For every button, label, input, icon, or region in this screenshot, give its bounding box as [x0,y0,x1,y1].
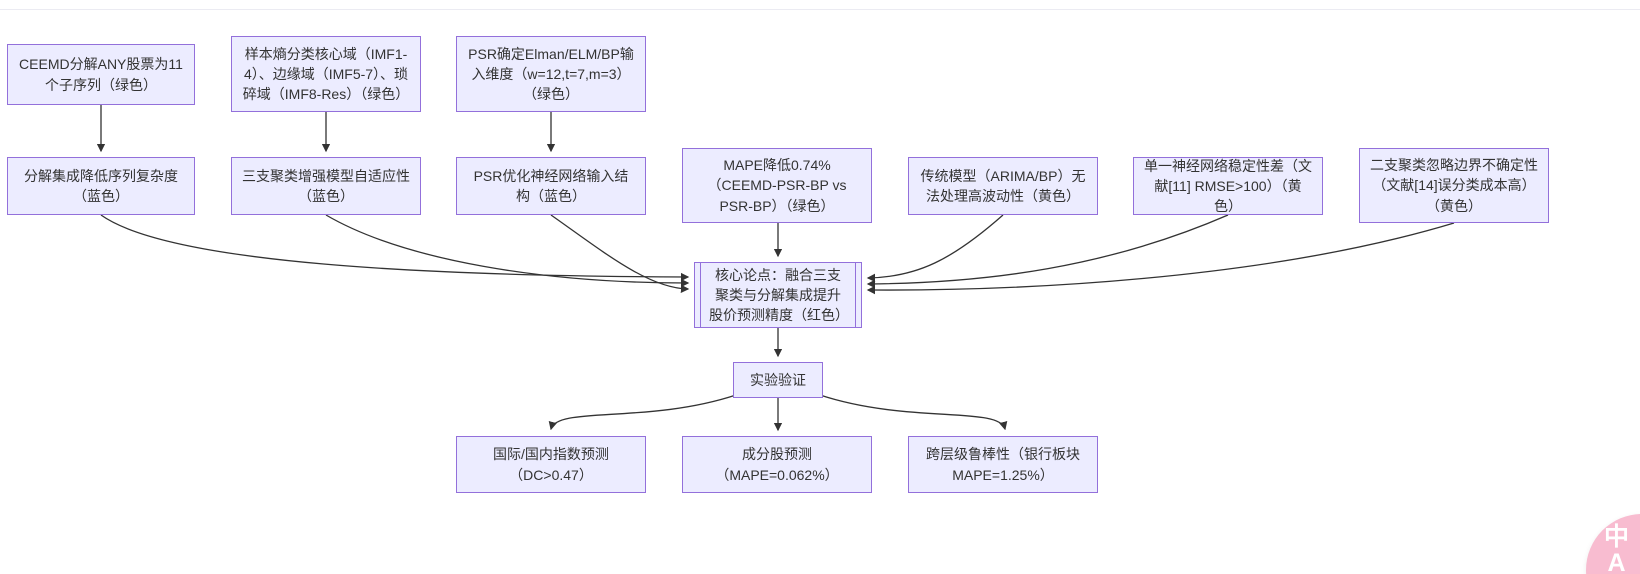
node-core-thesis: 核心论点：融合三支聚类与分解集成提升股价预测精度（红色） [694,262,862,328]
node-mape-improvement: MAPE降低0.74%（CEEMD-PSR-BP vs PSR-BP）（绿色） [682,148,872,223]
edge-c2-core [325,214,690,288]
node-label: 跨层级鲁棒性（银行板块MAPE=1.25%） [926,446,1080,483]
node-psr-input-structure: PSR优化神经网络输入结构（蓝色） [456,157,646,215]
node-experiment-validation: 实验验证 [733,362,823,398]
edge-c5-core [866,214,1004,283]
node-label: 实验验证 [750,371,806,388]
node-index-forecast: 国际/国内指数预测（DC>0.47） [456,436,646,493]
node-label: 二支聚类忽略边界不确定性（文献[14]误分类成本高）（黄色） [1370,157,1538,214]
edge-exp-d1 [548,394,737,431]
edge-c7-core [866,222,1455,295]
node-label: 样本熵分类核心域（IMF1-4）、边缘域（IMF5-7）、琐碎域（IMF8-Re… [242,45,410,103]
node-label: CEEMD分解ANY股票为11个子序列（绿色） [19,56,183,93]
translate-float-button[interactable]: 中 A [1586,514,1640,574]
node-three-way-adaptivity: 三支聚类增强模型自适应性（蓝色） [231,157,421,215]
node-robustness: 跨层级鲁棒性（银行板块MAPE=1.25%） [908,436,1098,493]
node-single-nn-instability: 单一神经网络稳定性差（文献[11] RMSE>100）（黄色） [1133,157,1323,215]
translate-char-bottom: A [1607,549,1626,574]
edge-c3-core [550,214,690,294]
top-divider [0,9,1640,10]
node-label: 核心论点：融合三支聚类与分解集成提升股价预测精度（红色） [709,266,849,324]
node-sample-entropy: 样本熵分类核心域（IMF1-4）、边缘域（IMF5-7）、琐碎域（IMF8-Re… [231,36,421,112]
node-traditional-model-limits: 传统模型（ARIMA/BP）无法处理高波动性（黄色） [908,157,1098,215]
node-label: 分解集成降低序列复杂度（蓝色） [24,167,178,204]
edge-exp-d3 [819,394,1008,431]
node-label: PSR确定Elman/ELM/BP输入维度（w=12,t=7,m=3）（绿色） [468,45,634,103]
node-label: 国际/国内指数预测（DC>0.47） [493,446,609,483]
node-label: 传统模型（ARIMA/BP）无法处理高波动性（黄色） [920,167,1086,204]
node-psr-dimension: PSR确定Elman/ELM/BP输入维度（w=12,t=7,m=3）（绿色） [456,36,646,112]
edge-c6-core [866,214,1229,289]
node-label: 单一神经网络稳定性差（文献[11] RMSE>100）（黄色） [1144,157,1312,215]
node-two-way-boundary: 二支聚类忽略边界不确定性（文献[14]误分类成本高）（黄色） [1359,148,1549,223]
node-label: 三支聚类增强模型自适应性（蓝色） [242,167,410,204]
node-constituent-forecast: 成分股预测（MAPE=0.062%） [682,436,872,493]
edge-c1-core [100,214,690,282]
translate-icon: 中 A [1604,524,1629,574]
node-label: PSR优化神经网络输入结构（蓝色） [473,167,629,204]
node-label: MAPE降低0.74%（CEEMD-PSR-BP vs PSR-BP）（绿色） [707,157,847,214]
node-ceemd-decompose: CEEMD分解ANY股票为11个子序列（绿色） [7,44,195,105]
node-decompose-complexity: 分解集成降低序列复杂度（蓝色） [7,157,195,215]
node-label: 成分股预测（MAPE=0.062%） [715,446,839,483]
translate-char-top: 中 [1604,523,1630,551]
